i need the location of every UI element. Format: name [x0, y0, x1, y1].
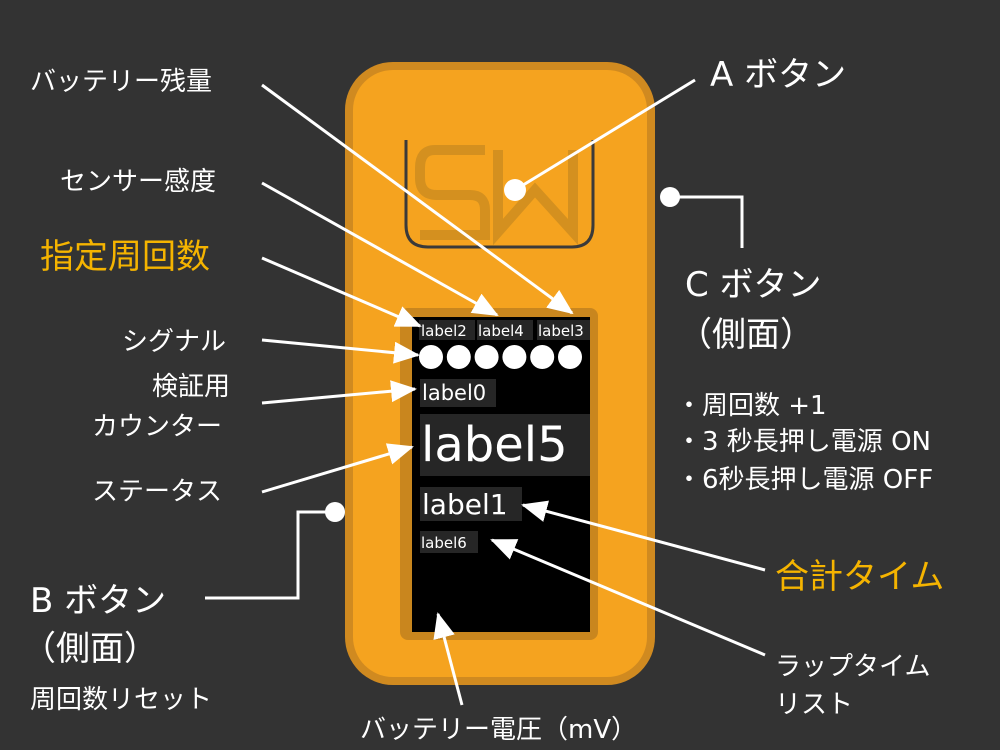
arrow-battery-level [261, 83, 574, 315]
label-a-button: A ボタン [710, 55, 846, 95]
signal-dot [558, 345, 582, 369]
arrow-sensor [261, 181, 499, 317]
label-battery-level: バッテリー残量 [30, 67, 212, 97]
signal-indicator [419, 345, 582, 369]
signal-dot [530, 345, 555, 369]
label4: label4 [478, 322, 524, 340]
label3: label3 [538, 322, 584, 340]
label-c-desc-1: ・周回数 +1 [676, 391, 827, 421]
m5stick-device: label2 label4 label3 label0 label5 label… [345, 62, 655, 685]
signal-dot [502, 345, 527, 369]
leader-lines [205, 78, 766, 706]
a-button-frame[interactable] [404, 140, 595, 249]
label-sensor-sensitivity: センサー感度 [60, 167, 216, 197]
arrow-signal [261, 338, 420, 364]
line-c-button [670, 195, 744, 248]
label-b-desc: 周回数リセット [30, 685, 212, 715]
label5: label5 [421, 417, 568, 473]
arrow-lap-list [490, 538, 766, 657]
label-target-laps: 指定周回数 [40, 237, 210, 277]
label-c-desc-2: ・3 秒長押し電源 ON [676, 427, 931, 457]
line-a-button [514, 78, 696, 192]
label-verify-counter-2: カウンター [92, 412, 222, 442]
label-b-button: B ボタン [30, 581, 166, 621]
label-lap-list-2: リスト [775, 690, 853, 720]
label-battery-voltage: バッテリー電圧（mV） [360, 715, 637, 745]
label-total-time: 合計タイム [775, 557, 944, 597]
label-verify-counter-1: 検証用 [152, 372, 230, 402]
arrow-total-time [521, 500, 766, 572]
label-c-desc-3: ・6秒長押し電源 OFF [676, 465, 933, 495]
line-b-button [205, 510, 335, 600]
label0: label0 [422, 381, 486, 405]
signal-dot [474, 345, 499, 369]
arrow-battery-voltage [433, 612, 464, 706]
a-button-marker[interactable] [504, 179, 526, 201]
b-button-marker[interactable] [325, 502, 345, 522]
arrow-counter [261, 380, 417, 405]
label-b-side: （側面） [22, 629, 158, 669]
label-lap-list-1: ラップタイム [775, 652, 930, 682]
arrow-status [261, 443, 414, 494]
m5-logo [415, 145, 578, 246]
label-c-button: C ボタン [685, 265, 822, 305]
c-button-marker[interactable] [660, 187, 680, 207]
label-status: ステータス [92, 477, 222, 507]
label-signal: シグナル [122, 327, 226, 357]
signal-dot [419, 345, 443, 369]
label6: label6 [421, 534, 467, 552]
label-c-side: （側面） [678, 315, 814, 355]
label2: label2 [421, 322, 467, 340]
signal-dot [446, 345, 471, 369]
arrow-target-laps [261, 256, 422, 328]
label1: label1 [422, 488, 508, 521]
